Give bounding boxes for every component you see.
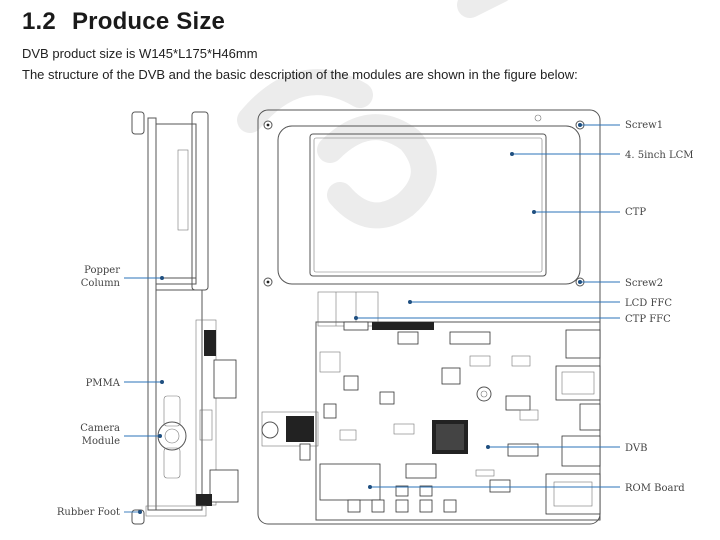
screw1-label: Screw1 xyxy=(625,120,663,131)
dvb-label: DVB xyxy=(625,443,647,454)
size-paragraph: DVB product size is W145*L175*H46mm xyxy=(22,46,258,61)
screw2-label: Screw2 xyxy=(625,278,663,289)
section-heading: 1.2 Produce Size xyxy=(22,8,225,36)
front-view xyxy=(257,109,601,525)
description-paragraph: The structure of the DVB and the basic d… xyxy=(22,67,578,82)
popper-column-label-line1: Popper xyxy=(84,265,120,276)
front-leaders xyxy=(354,123,620,489)
lcd-ffc-label: LCD FFC xyxy=(625,298,672,309)
section-number: 1.2 xyxy=(22,8,56,35)
camera-module-label-line2: Module xyxy=(82,436,120,447)
popper-column-label-line2: Column xyxy=(81,278,121,289)
section-title: Produce Size xyxy=(71,8,226,35)
camera-module-label-line1: Camera xyxy=(80,423,120,434)
pmma-label: PMMA xyxy=(86,378,121,389)
lcm-label: 4. 5inch LCM xyxy=(625,150,693,161)
ctp-label: CTP xyxy=(625,207,646,218)
rom-board-label: ROM Board xyxy=(625,483,685,494)
side-leaders xyxy=(124,276,164,514)
ctp-ffc-label: CTP FFC xyxy=(625,314,671,325)
rubber-foot-label: Rubber Foot xyxy=(57,507,120,518)
side-view xyxy=(131,111,239,525)
